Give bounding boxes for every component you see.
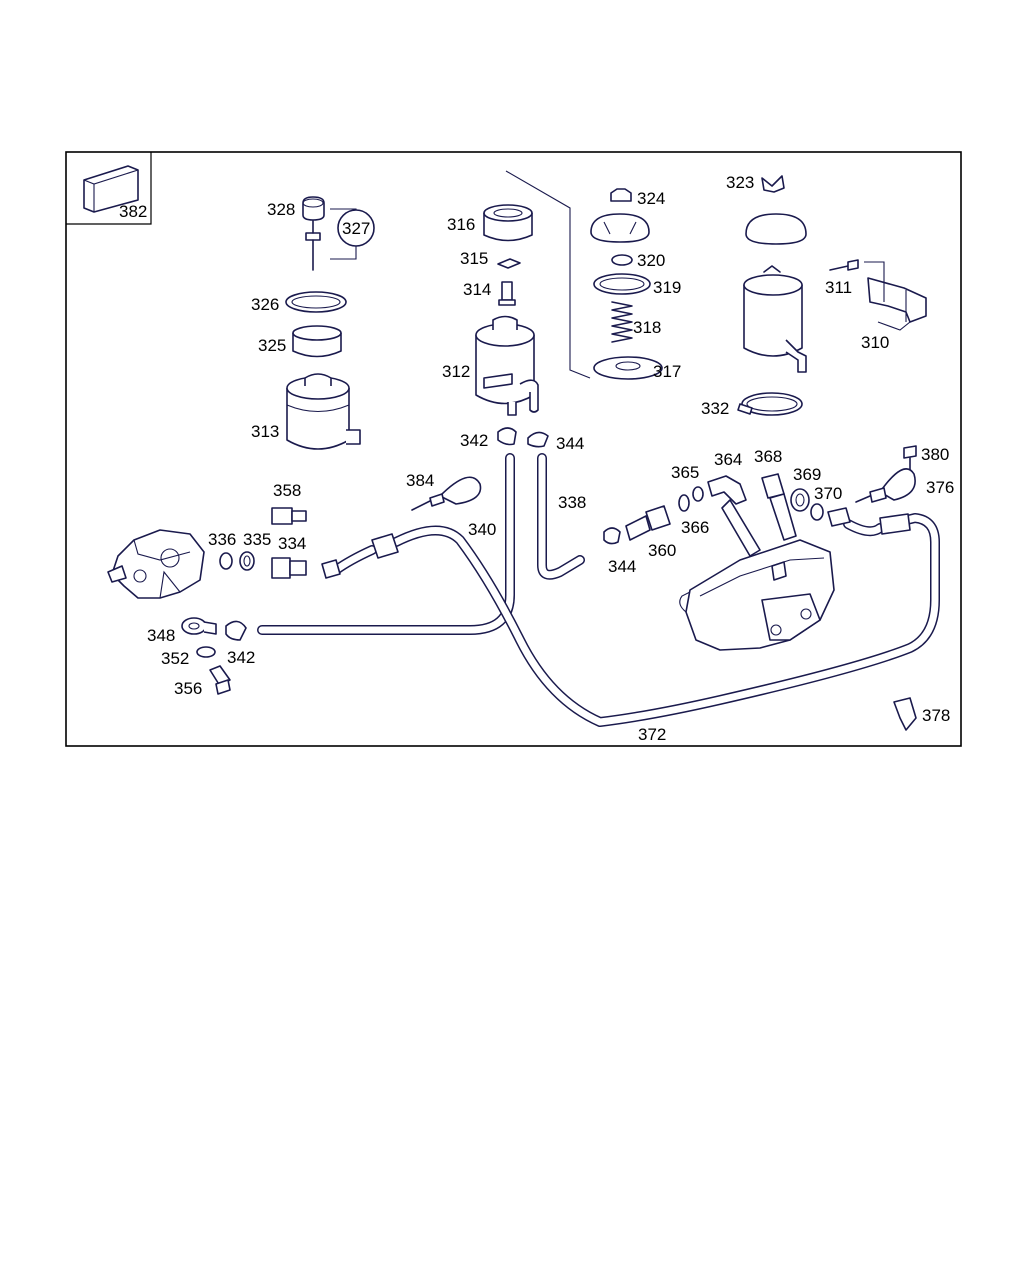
label-352: 352 (161, 649, 189, 668)
part-310-bracket (864, 261, 927, 331)
label-310: 310 (861, 333, 889, 352)
part-323-cover (745, 213, 807, 245)
part-358-fitting (271, 507, 307, 525)
label-318: 318 (633, 318, 661, 337)
part-323-wingnut (761, 175, 785, 193)
label-317: 317 (653, 362, 681, 381)
label-364: 364 (714, 450, 742, 469)
label-326: 326 (251, 295, 279, 314)
label-376: 376 (926, 478, 954, 497)
label-368: 368 (754, 447, 782, 466)
label-324: 324 (637, 189, 665, 208)
label-320: 320 (637, 251, 665, 270)
label-369: 369 (793, 465, 821, 484)
part-327-bracket (330, 208, 375, 260)
part-368-fitting (761, 473, 797, 541)
part-334-fitting (271, 557, 307, 579)
label-327: 327 (342, 219, 370, 238)
label-384: 384 (406, 471, 434, 490)
part-328-cap (302, 196, 325, 271)
part-344-clamp-lower (603, 527, 621, 545)
label-335: 335 (243, 530, 271, 549)
part-318-spring (611, 301, 633, 343)
label-316: 316 (447, 215, 475, 234)
label-336: 336 (208, 530, 236, 549)
label-338: 338 (558, 493, 586, 512)
part-344-clamp-top (527, 431, 549, 448)
part-376-clip (855, 468, 916, 503)
part-315-washer (497, 258, 521, 269)
part-316-filter (483, 204, 533, 242)
part-340-hose (257, 453, 515, 635)
label-370: 370 (814, 484, 842, 503)
label-340: 340 (468, 520, 496, 539)
part-320-cover (590, 213, 650, 266)
label-382: 382 (119, 202, 147, 221)
label-311: 311 (825, 278, 852, 297)
part-reservoir-filter (743, 265, 807, 373)
part-360-fitting (625, 505, 671, 541)
part-335-seal (239, 551, 255, 571)
label-319: 319 (653, 278, 681, 297)
assembly-bracket (505, 170, 591, 379)
label-323: 323 (726, 173, 754, 192)
label-348: 348 (147, 626, 175, 645)
part-326-ring (285, 291, 347, 313)
label-380: 380 (921, 445, 949, 464)
part-317-plate (593, 356, 663, 380)
part-356-bolt (209, 665, 231, 695)
label-344-lower: 344 (608, 557, 636, 576)
part-378-clip (893, 697, 917, 731)
label-358: 358 (273, 481, 301, 500)
part-348-banjo (181, 617, 217, 635)
part-370-ring (810, 503, 824, 521)
part-319-ring (593, 273, 651, 295)
part-384-cable-tie (411, 476, 482, 511)
part-312-reservoir (475, 315, 539, 416)
part-366-fitting (678, 494, 690, 512)
label-328: 328 (267, 200, 295, 219)
part-338-hose (537, 453, 585, 580)
label-360: 360 (648, 541, 676, 560)
part-365-washer (692, 486, 704, 502)
label-312: 312 (442, 362, 470, 381)
part-336-washer (219, 552, 233, 570)
legend-box (66, 152, 152, 225)
label-315: 315 (460, 249, 488, 268)
part-380-screw (903, 445, 917, 471)
label-366: 366 (681, 518, 709, 537)
diagram-frame (65, 151, 962, 747)
part-332-clamp (737, 392, 803, 416)
part-324-nut (610, 188, 632, 202)
label-334: 334 (278, 534, 306, 553)
label-365: 365 (671, 463, 699, 482)
hose-fitting-right (827, 507, 911, 535)
label-313: 313 (251, 422, 279, 441)
part-364-elbow (707, 475, 761, 557)
part-314-bolt (498, 281, 516, 306)
power-steering-pump (107, 529, 205, 599)
label-342-bottom: 342 (227, 648, 255, 667)
callout-labels: 382 328 327 326 325 313 316 315 314 312 … (119, 173, 954, 744)
label-372: 372 (638, 725, 666, 744)
label-356: 356 (174, 679, 202, 698)
steering-gear-box (679, 539, 835, 651)
part-342-clamp-top (497, 427, 517, 446)
label-344-top: 344 (556, 434, 584, 453)
part-342-clamp-bottom (225, 620, 247, 641)
hose-fitting-left (321, 533, 399, 579)
label-378: 378 (922, 706, 950, 725)
part-313-reservoir (286, 373, 361, 450)
part-311-screw (829, 259, 859, 271)
label-314: 314 (463, 280, 491, 299)
part-372-pressure-line (331, 513, 940, 727)
part-325-insert (292, 325, 342, 358)
part-369-ring (790, 488, 810, 512)
label-332: 332 (701, 399, 729, 418)
label-342-top: 342 (460, 431, 488, 450)
label-325: 325 (258, 336, 286, 355)
part-352-washer (196, 646, 216, 658)
part-382-block (83, 165, 139, 213)
